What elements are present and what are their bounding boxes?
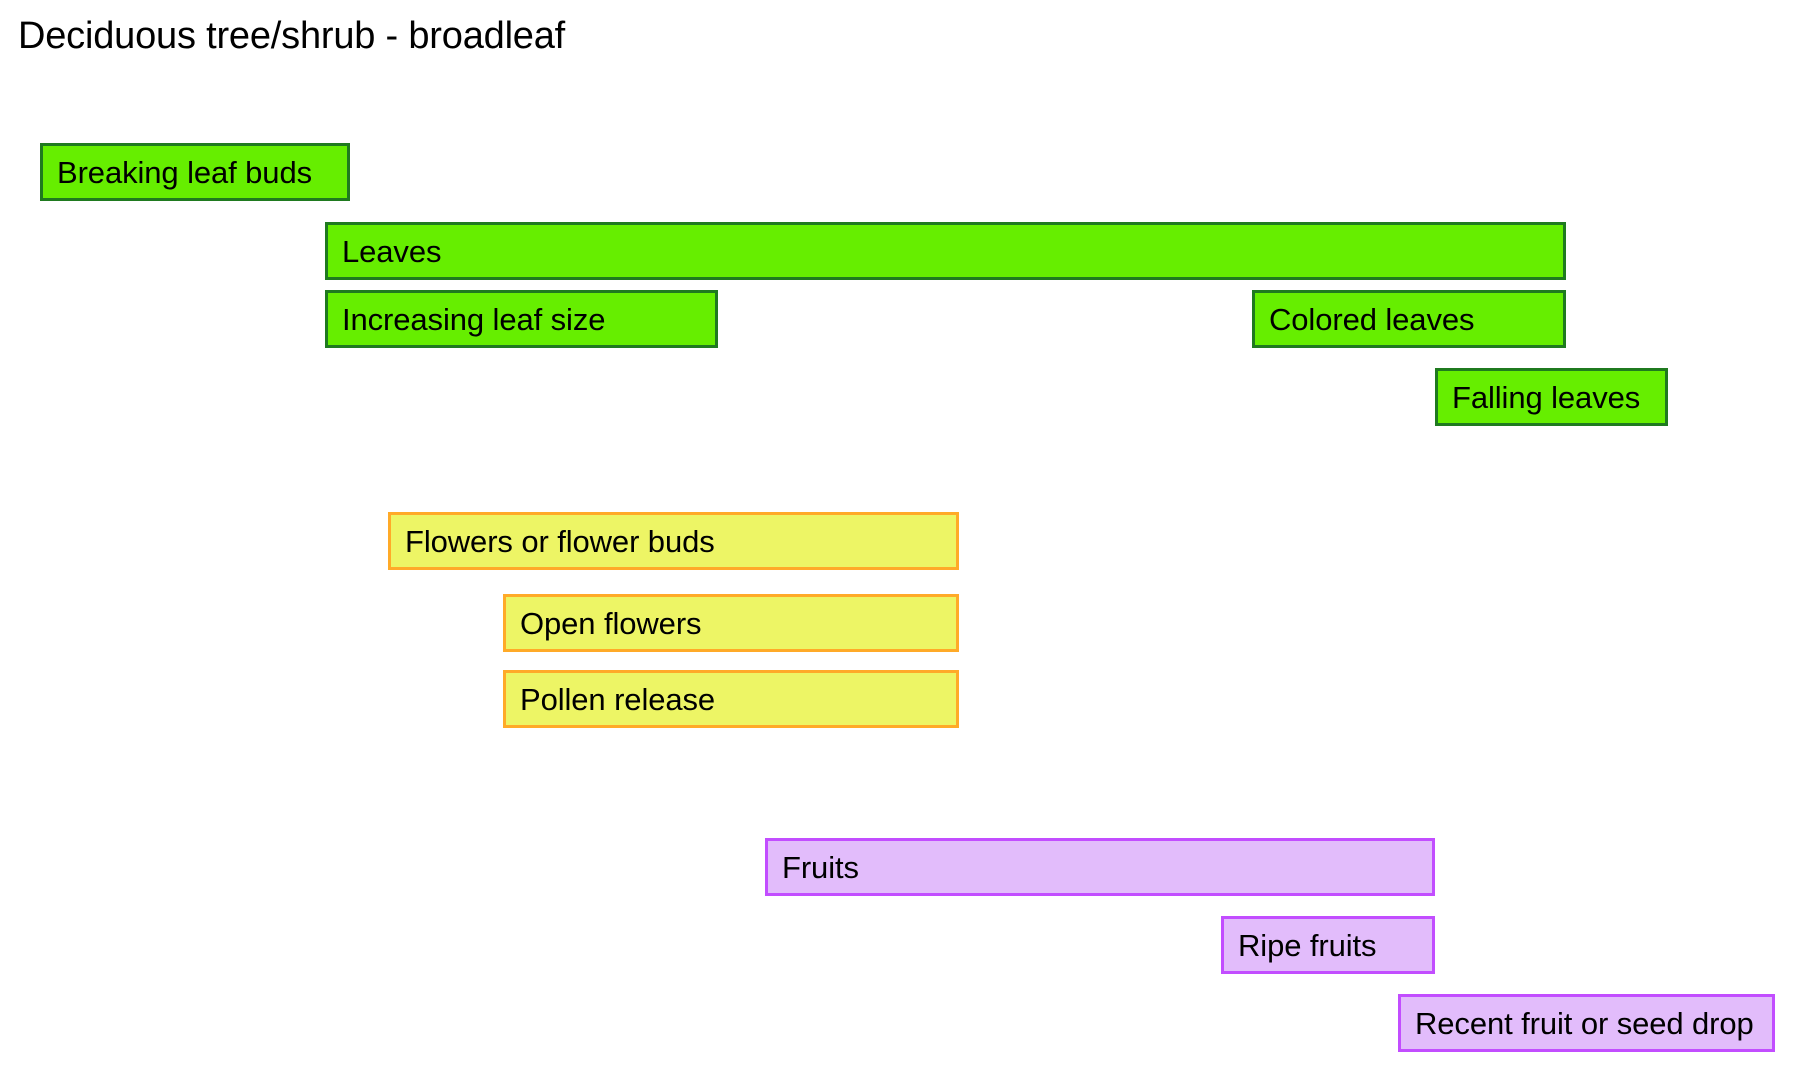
phenophase-bar-label: Flowers or flower buds bbox=[405, 523, 715, 559]
phenophase-bar[interactable]: Leaves bbox=[325, 222, 1566, 280]
phenophase-bar[interactable]: Colored leaves bbox=[1252, 290, 1566, 348]
phenophase-bar[interactable]: Increasing leaf size bbox=[325, 290, 718, 348]
phenophase-bar-label: Fruits bbox=[782, 849, 859, 885]
phenophase-bar-label: Ripe fruits bbox=[1238, 927, 1377, 963]
phenophase-bar[interactable]: Open flowers bbox=[503, 594, 959, 652]
phenophase-bar[interactable]: Falling leaves bbox=[1435, 368, 1668, 426]
phenophase-bar[interactable]: Flowers or flower buds bbox=[388, 512, 959, 570]
phenophase-bar-label: Recent fruit or seed drop bbox=[1415, 1005, 1754, 1041]
phenophase-bar[interactable]: Fruits bbox=[765, 838, 1435, 896]
phenophase-bar[interactable]: Pollen release bbox=[503, 670, 959, 728]
phenophase-bar-label: Falling leaves bbox=[1452, 379, 1641, 415]
phenophase-bar[interactable]: Breaking leaf buds bbox=[40, 143, 350, 201]
phenophase-bar[interactable]: Ripe fruits bbox=[1221, 916, 1435, 974]
page-title: Deciduous tree/shrub - broadleaf bbox=[18, 15, 566, 57]
phenophase-bar-label: Breaking leaf buds bbox=[57, 154, 312, 190]
phenophase-bar-label: Increasing leaf size bbox=[342, 301, 606, 337]
phenophase-bar-label: Leaves bbox=[342, 233, 442, 269]
phenophase-bar[interactable]: Recent fruit or seed drop bbox=[1398, 994, 1775, 1052]
phenophase-bar-label: Pollen release bbox=[520, 681, 716, 717]
phenophase-bar-label: Colored leaves bbox=[1269, 301, 1475, 337]
phenophase-bar-label: Open flowers bbox=[520, 605, 702, 641]
